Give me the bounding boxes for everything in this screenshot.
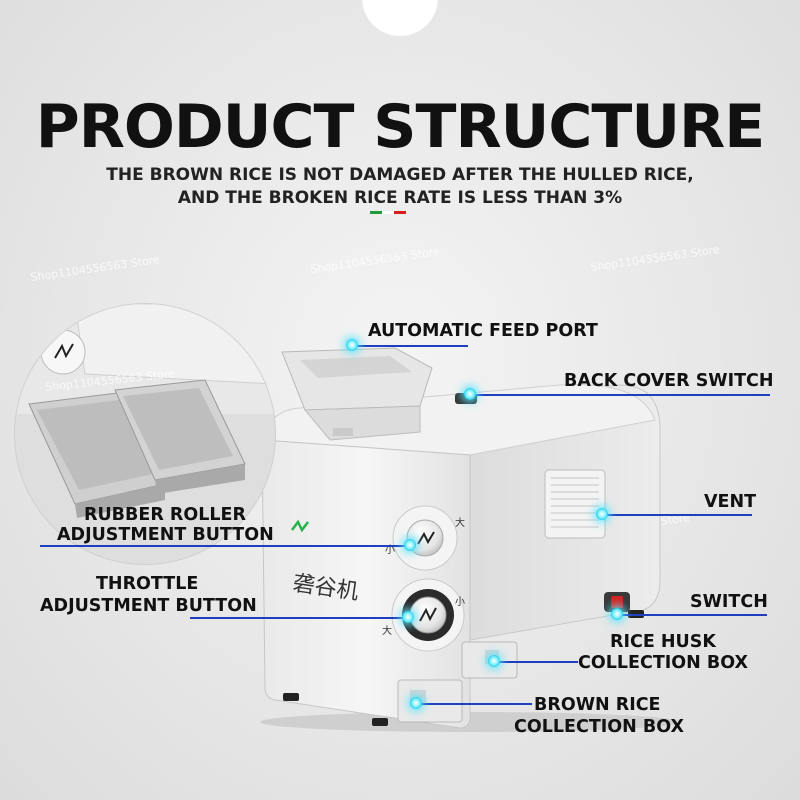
collection-tray-inset: Shop1104556563 Store: [14, 303, 276, 565]
feed-hopper: [281, 347, 433, 411]
leader-line-back-cover: [470, 394, 770, 396]
marker-rubber-roller: [404, 539, 416, 551]
leader-line-vent: [602, 514, 752, 516]
page-title: PRODUCT STRUCTURE: [35, 92, 766, 162]
marker-rice-husk: [488, 655, 500, 667]
vent-slots: [551, 477, 599, 528]
vent-grille: [544, 469, 606, 539]
power-switch-rocker: [611, 596, 623, 608]
label-brown-rice-line-2: COLLECTION BOX: [514, 717, 684, 737]
subtitle-line-2: AND THE BROKEN RICE RATE IS LESS THAN 3%: [177, 188, 623, 208]
floor-shadow: [260, 712, 680, 732]
dial-large-mark: 大: [455, 516, 465, 529]
label-rubber-roller-line-2: ADJUSTMENT BUTTON: [57, 525, 274, 545]
foot: [372, 718, 388, 726]
label-brown-rice-line-1: BROWN RICE: [534, 695, 661, 715]
label-vent: VENT: [704, 492, 757, 512]
marker-switch: [611, 608, 623, 620]
label-automatic-feed-port: AUTOMATIC FEED PORT: [368, 321, 598, 341]
marker-brown-rice: [410, 697, 422, 709]
foot: [283, 693, 299, 701]
leader-line-switch: [617, 614, 767, 616]
label-throttle-line-2: ADJUSTMENT BUTTON: [40, 596, 257, 616]
flag-red-stripe: [394, 211, 406, 214]
brown-rice-box: [397, 679, 463, 723]
dial-small-mark: 小: [385, 544, 395, 556]
marker-feed-port: [346, 339, 358, 351]
marker-throttle: [402, 611, 414, 623]
label-rice-husk-line-2: COLLECTION BOX: [578, 653, 748, 673]
brand-logo-icon: [291, 519, 309, 533]
label-back-cover-switch: BACK COVER SWITCH: [564, 371, 774, 391]
flag-white-stripe: [382, 211, 394, 214]
leader-line-rubber-roller: [40, 545, 410, 547]
leader-line-feed-port: [352, 345, 468, 347]
flag-green-stripe: [370, 211, 382, 214]
label-rice-husk-line-1: RICE HUSK: [610, 632, 716, 652]
label-switch: SWITCH: [690, 592, 768, 612]
leader-line-throttle: [190, 617, 408, 619]
marker-vent: [596, 508, 608, 520]
dial-large-mark: 大: [382, 624, 392, 637]
hopper-bracket: [333, 428, 353, 436]
leader-line-rice-husk: [494, 661, 578, 663]
rubber-roller-knob-mark: [417, 531, 435, 545]
throttle-knob-mark: [419, 607, 437, 622]
label-throttle-line-1: THROTTLE: [96, 574, 199, 594]
hopper-opening: [300, 356, 412, 378]
leader-line-brown-rice: [416, 703, 532, 705]
dial-small-mark: 小: [455, 596, 465, 608]
label-rubber-roller-line-1: RUBBER ROLLER: [84, 505, 246, 525]
marker-back-cover: [464, 388, 476, 400]
subtitle-line-1: THE BROWN RICE IS NOT DAMAGED AFTER THE …: [106, 165, 694, 185]
inset-dial-mark-icon: [54, 343, 74, 359]
